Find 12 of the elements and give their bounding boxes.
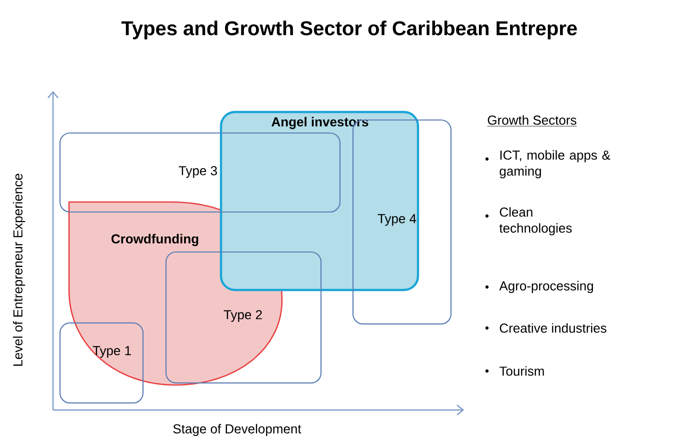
rounded-box: Type 3	[59, 132, 341, 213]
list-item: Creative industries	[500, 323, 606, 333]
axis-label: Level of Entrepreneur Experience	[12, 174, 26, 366]
list-item: Agro-processing	[499, 280, 593, 294]
rounded-box: Type 1	[59, 322, 144, 404]
rounded-box: Type 2	[165, 251, 322, 384]
list-item: ICT, mobile apps & gaming	[500, 150, 610, 178]
list-item: Clean technologies	[499, 207, 572, 236]
axis-label: Stage of Development	[173, 424, 302, 436]
title: Types and Growth Sector of Caribbean Entrepre	[121, 20, 577, 40]
heading: Growth Sectors	[487, 115, 577, 126]
list-item: Tourism	[500, 366, 544, 376]
